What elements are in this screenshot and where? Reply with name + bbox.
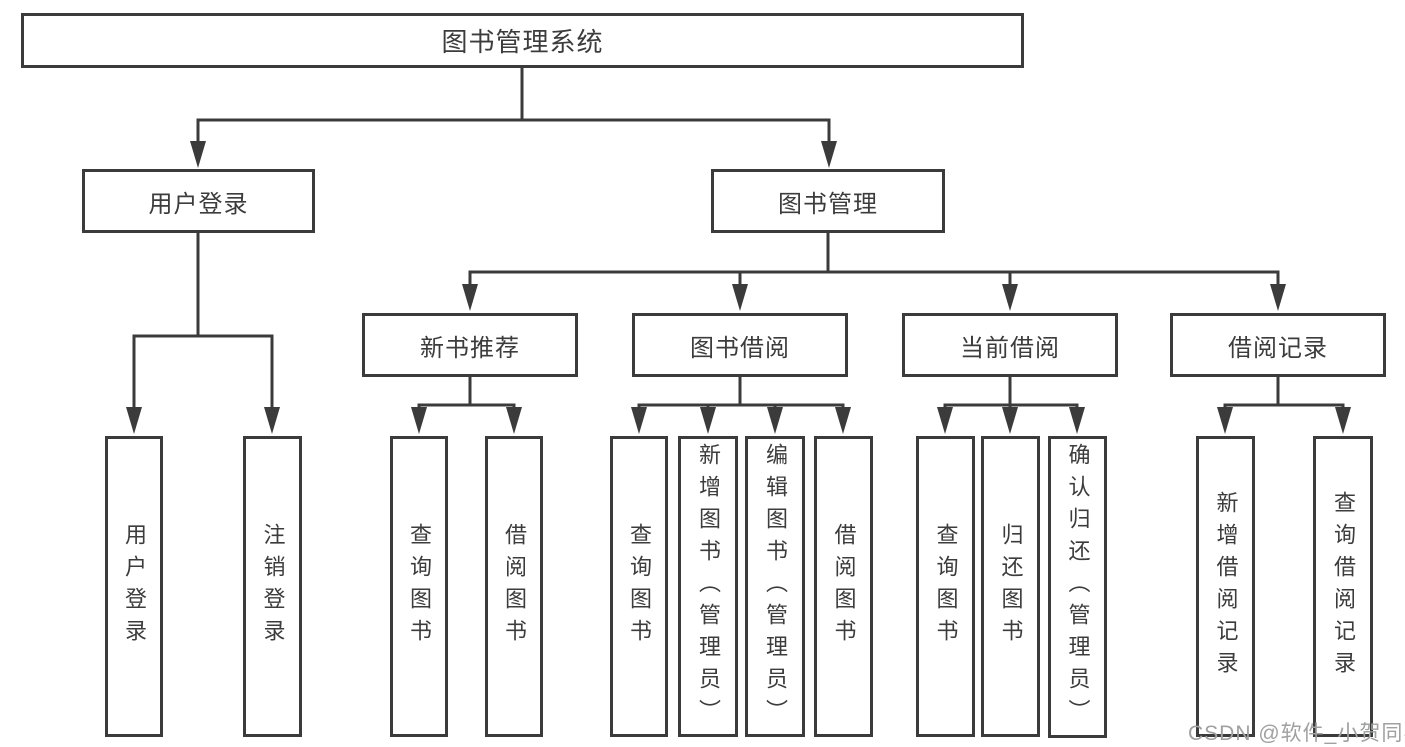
node-label: 新增图书（管理员）: [696, 442, 721, 731]
node-label: 借阅图书: [502, 522, 527, 651]
connector-root-to-level2: [196, 68, 831, 151]
csdn-watermark: CSDN @软件_小贺同学: [1188, 722, 1405, 745]
connector-current-borrowing-to-leaves: [943, 377, 1079, 412]
leaf-borrowing-edit-books-admin: 编辑图书（管理员）: [745, 436, 805, 737]
leaf-borrowing-add-books-admin: 新增图书（管理员）: [678, 436, 738, 737]
node-current-borrowing: 当前借阅: [902, 313, 1118, 377]
leaf-current-return-books: 归还图书: [981, 436, 1040, 737]
connector-new-book-recommend-to-leaves: [417, 377, 516, 412]
node-library-system: 图书管理系统: [21, 13, 1024, 68]
leaf-records-add-borrow-record: 新增借阅记录: [1196, 436, 1255, 737]
node-user-login: 用户登录: [82, 169, 315, 233]
node-label: 归还图书: [998, 522, 1024, 651]
node-label: 编辑图书（管理员）: [763, 442, 788, 731]
connector-borrow-records-to-leaves: [1223, 377, 1345, 412]
node-label: 借阅图书: [831, 522, 857, 651]
node-label: 用户登录: [148, 190, 249, 218]
node-label: 查询图书: [407, 522, 432, 651]
node-book-borrowing: 图书借阅: [632, 313, 848, 377]
node-book-management: 图书管理: [711, 169, 945, 233]
connector-book-management-to-level3: [468, 233, 1280, 292]
node-label: 查询图书: [627, 522, 652, 651]
node-label: 查询图书: [933, 522, 959, 651]
node-label: 当前借阅: [960, 334, 1060, 362]
leaf-current-confirm-return-admin: 确认归还（管理员）: [1048, 436, 1107, 738]
node-label: 图书管理: [778, 190, 878, 218]
leaf-borrowing-borrow-books: 借阅图书: [814, 436, 873, 737]
node-borrow-records: 借阅记录: [1170, 313, 1386, 377]
node-label: 借阅记录: [1228, 334, 1328, 362]
node-label: 新增借阅记录: [1213, 490, 1239, 683]
node-label: 确认归还（管理员）: [1065, 443, 1091, 731]
connector-book-borrowing-to-leaves: [637, 377, 845, 412]
node-label: 图书管理系统: [441, 27, 604, 57]
node-new-book-recommend: 新书推荐: [362, 313, 578, 377]
leaf-recommend-borrow-books: 借阅图书: [485, 436, 543, 737]
leaf-current-query-books: 查询图书: [916, 436, 975, 737]
node-label: 新书推荐: [420, 334, 520, 362]
leaf-logout: 注销登录: [243, 436, 302, 737]
node-label: 注销登录: [260, 522, 286, 651]
leaf-borrowing-query-books: 查询图书: [610, 436, 668, 737]
leaf-recommend-query-books: 查询图书: [390, 436, 448, 737]
node-label: 图书借阅: [690, 334, 790, 362]
node-label: 查询借阅记录: [1331, 490, 1356, 683]
node-label: 用户登录: [122, 522, 147, 651]
connector-user-login-to-leaves: [132, 233, 274, 412]
leaf-records-query-borrow-record: 查询借阅记录: [1313, 436, 1373, 737]
leaf-user-login: 用户登录: [105, 436, 163, 737]
